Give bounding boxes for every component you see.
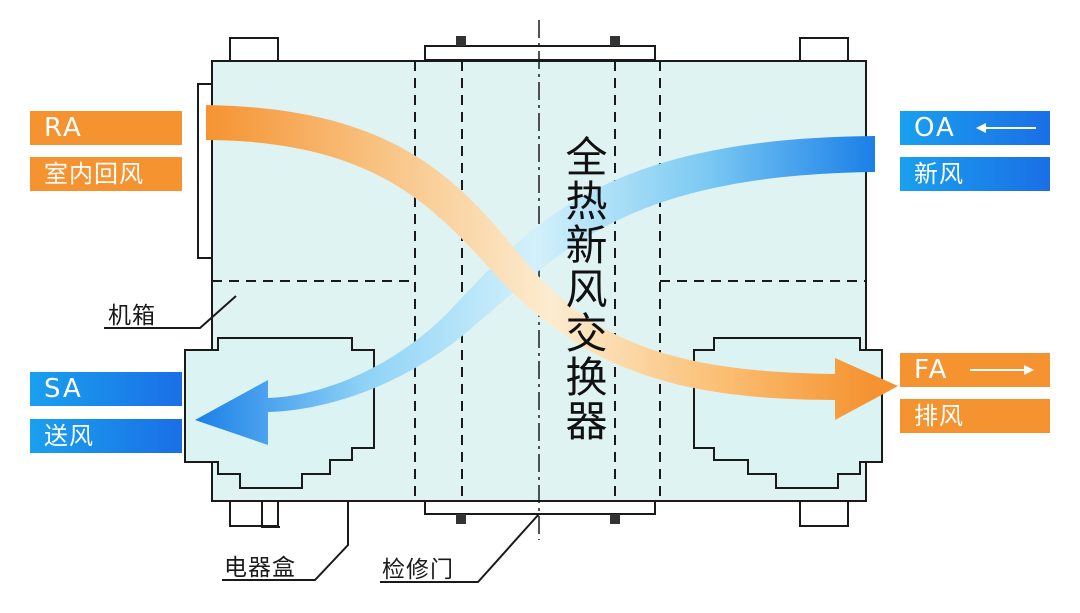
electrical-box-callout: 电器盒	[224, 555, 296, 581]
oa-name: 新风	[914, 160, 964, 188]
top-rail-knob-left	[456, 36, 466, 46]
ra-code-label: RA	[30, 111, 182, 145]
top-rail-knob-right	[610, 36, 620, 46]
sa-code-label: SA	[30, 372, 182, 406]
electrical-box-leader-2	[222, 500, 349, 581]
ra-name-label: 室内回风	[30, 157, 182, 191]
oa-code-label: OA	[900, 111, 1050, 145]
top-left-foot	[229, 37, 279, 63]
diagram-title: 全热新风交换器	[559, 135, 608, 443]
supply-air-stream	[195, 136, 875, 445]
exhaust-air-stream	[206, 105, 898, 420]
left-arrow-icon	[975, 123, 1036, 133]
left-fan-housing	[184, 337, 375, 489]
fa-name-label: 排风	[900, 399, 1050, 433]
top-right-foot	[799, 37, 849, 63]
fa-code-label: FA	[900, 353, 1050, 387]
dashed-partitions	[212, 61, 866, 501]
sa-code: SA	[44, 374, 83, 404]
bottom-left-foot	[229, 499, 279, 527]
side-panel-bracket	[197, 83, 212, 259]
bottom-access-rail	[424, 499, 656, 515]
cabinet-callout: 机箱	[108, 303, 156, 329]
top-access-rail	[424, 45, 656, 61]
cabinet-leader	[104, 295, 237, 329]
sa-name: 送风	[44, 422, 94, 450]
ra-name: 室内回风	[44, 160, 144, 188]
bottom-right-foot	[799, 499, 849, 527]
fa-code: FA	[914, 355, 949, 385]
right-arrow-icon	[970, 365, 1035, 375]
oa-name-label: 新风	[900, 157, 1050, 191]
oa-code: OA	[914, 113, 956, 143]
sa-name-label: 送风	[30, 419, 182, 453]
electrical-box-leader	[261, 500, 280, 528]
fa-name: 排风	[914, 402, 964, 430]
bottom-rail-knob-right	[610, 514, 620, 524]
ra-code: RA	[44, 113, 83, 143]
access-door-callout: 检修门	[382, 557, 454, 583]
access-door-leader	[380, 513, 540, 583]
bottom-rail-knob-left	[456, 514, 466, 524]
